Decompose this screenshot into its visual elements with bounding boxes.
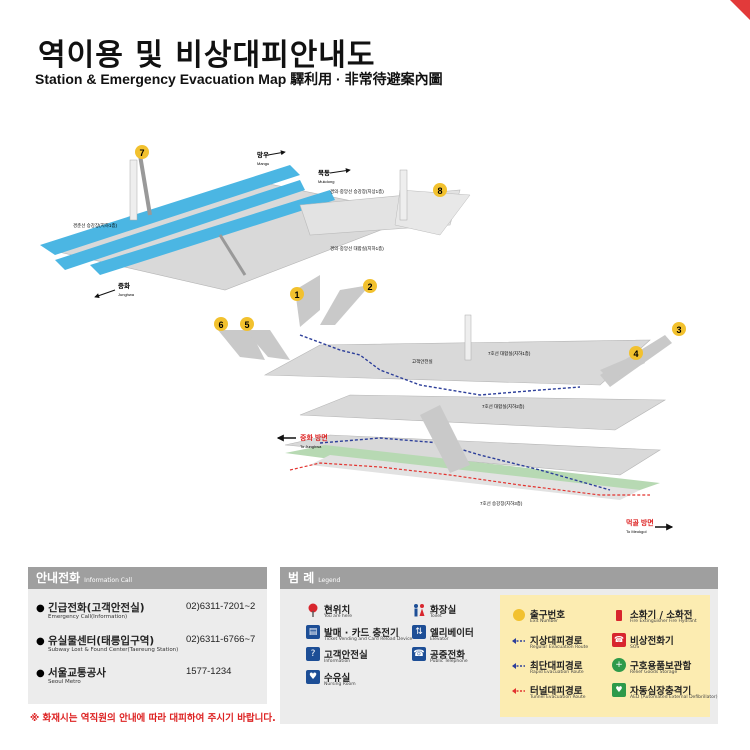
sos-phone-icon: ☎ bbox=[612, 633, 626, 647]
page-subtitle: Station & Emergency Evacuation Map 驛利用 ·… bbox=[35, 71, 443, 87]
phone-number: 02)6311-7201~2 bbox=[186, 601, 256, 612]
label-concourse-a: 경의·중앙선 승강장(지상1층) bbox=[330, 188, 384, 195]
phone-icon: ☎ bbox=[412, 647, 426, 661]
middle-concourse-level bbox=[218, 275, 672, 431]
information-icon: ? bbox=[306, 647, 320, 661]
direction-left: 중화 방면 bbox=[300, 433, 328, 442]
fire-extinguisher-icon bbox=[612, 607, 626, 621]
arrow-right-icon bbox=[267, 150, 286, 156]
label-platform-left: 경춘선 승강장(지하1층) bbox=[73, 222, 118, 229]
concourse-slab bbox=[263, 339, 651, 386]
stair-4 bbox=[600, 353, 645, 380]
exit-8-area bbox=[394, 189, 471, 236]
location-pin-icon bbox=[306, 602, 320, 617]
direction-jungang-en: Junghwa bbox=[118, 292, 135, 297]
svg-text:3: 3 bbox=[676, 325, 681, 335]
tunnel-route-icon bbox=[512, 683, 526, 697]
page-title: 역이용 및 비상대피안내도 bbox=[38, 38, 376, 73]
label-concourse-b: 경의·중앙선 대합실(지하1층) bbox=[330, 245, 384, 252]
exit-marker-8: 8 bbox=[433, 183, 447, 197]
svg-text:4: 4 bbox=[633, 349, 638, 359]
direction-left-en: To Junghwa bbox=[300, 444, 322, 449]
direction-mokdong-en: Mukdong bbox=[318, 179, 334, 184]
svg-text:8: 8 bbox=[437, 186, 442, 196]
elevator-shaft bbox=[129, 159, 138, 221]
platform-slab bbox=[284, 434, 661, 476]
direction-right-en: To Meokgol bbox=[626, 529, 647, 534]
ticket-machine-icon: ▤ bbox=[306, 625, 320, 639]
arrow-left-icon bbox=[94, 289, 116, 298]
fire-notice: ※ 화재시는 역직원의 안내에 따라 대피하여 주시기 바랍니다. bbox=[30, 713, 276, 724]
svg-text:7: 7 bbox=[139, 148, 144, 158]
stair-5 bbox=[245, 330, 290, 360]
platform-strip bbox=[90, 190, 335, 275]
label-line7-platform: 7호선 승강장(지하3층) bbox=[480, 500, 523, 507]
direction-right: 먹골 방면 bbox=[626, 518, 654, 527]
evacuation-route bbox=[299, 334, 581, 396]
escalator bbox=[420, 405, 470, 473]
exit-markers: 7 8 1 2 6 5 3 4 bbox=[135, 145, 686, 360]
direction-labels: 망우 Mangu 묵동 Mukdong 중화 Junghwa 중화 방면 To … bbox=[94, 150, 674, 534]
elevator-shaft bbox=[399, 169, 408, 221]
stair-1 bbox=[295, 275, 320, 327]
svg-text:2: 2 bbox=[367, 282, 372, 292]
exit-marker-2: 2 bbox=[363, 279, 377, 293]
platform-strip bbox=[55, 180, 305, 270]
label-line7-lower: 7호선 대합실(지하2층) bbox=[482, 403, 525, 410]
upper-platform-level bbox=[40, 154, 471, 291]
svg-text:1: 1 bbox=[294, 290, 299, 300]
label-customer-center: 고객안전실 bbox=[412, 358, 433, 365]
exit-marker-3: 3 bbox=[672, 322, 686, 336]
phone-number: 02)6311-6766~7 bbox=[186, 634, 256, 645]
svg-text:5: 5 bbox=[244, 320, 249, 330]
svg-text:6: 6 bbox=[218, 320, 223, 330]
elevator-icon: ⇅ bbox=[412, 625, 426, 639]
nursing-room-icon: ♥ bbox=[306, 670, 320, 684]
direction-mangu-en: Mangu bbox=[257, 161, 269, 166]
corner-accent bbox=[730, 0, 750, 20]
area-labels: 경춘선 승강장(지하1층) 경의·중앙선 승강장(지상1층) 경의·중앙선 대합… bbox=[73, 188, 531, 507]
stair bbox=[138, 154, 152, 216]
tunnel-route bbox=[289, 462, 650, 496]
aed-icon: ♥ bbox=[612, 683, 626, 697]
direction-mokdong: 묵동 bbox=[318, 168, 330, 177]
stair-2 bbox=[320, 285, 370, 325]
direction-jungang: 중화 bbox=[118, 281, 130, 290]
concourse-slab bbox=[299, 394, 667, 431]
rapid-route-icon bbox=[512, 658, 526, 672]
exit-marker-1: 1 bbox=[290, 287, 304, 301]
regular-route-icon bbox=[512, 633, 526, 647]
station-map: 7 8 1 2 6 5 3 4 망우 Mangu 묵동 Mukdong 중화 J… bbox=[40, 145, 686, 534]
stair bbox=[218, 234, 247, 276]
elevator-shaft bbox=[464, 314, 472, 361]
relief-goods-icon: + bbox=[612, 658, 626, 672]
exit-number-icon bbox=[512, 607, 526, 621]
exit-marker-4: 4 bbox=[629, 346, 643, 360]
exit-marker-7: 7 bbox=[135, 145, 149, 159]
line7-platform-level bbox=[284, 405, 661, 500]
direction-mangu: 망우 bbox=[257, 150, 269, 159]
exit-marker-5: 5 bbox=[240, 317, 254, 331]
phone-number: 1577-1234 bbox=[186, 666, 232, 677]
toilet-icon bbox=[412, 602, 426, 617]
platform-floor bbox=[310, 455, 640, 500]
label-line7-upper: 7호선 대합실(지하1층) bbox=[488, 350, 531, 357]
arrow-right-icon bbox=[329, 168, 351, 174]
platform-strip bbox=[40, 165, 300, 255]
exit-marker-6: 6 bbox=[214, 317, 228, 331]
